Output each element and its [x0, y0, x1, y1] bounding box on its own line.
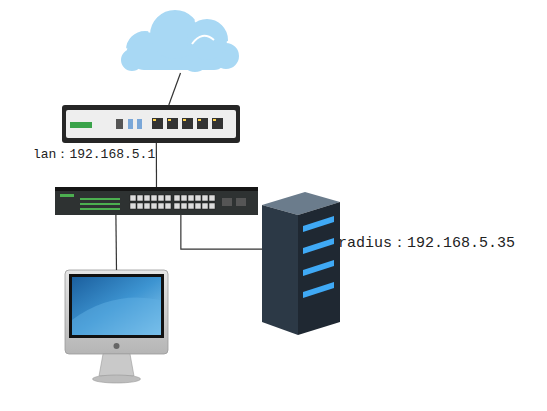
cloud-node — [118, 5, 243, 73]
network-cable — [115, 215, 117, 270]
router-node: lan：192.168.5.1 — [62, 105, 240, 143]
lan-address-label: lan：192.168.5.1 — [33, 147, 155, 163]
network-cable — [169, 73, 181, 105]
computer-node — [65, 270, 168, 383]
network-cable — [181, 215, 262, 249]
switch-node — [55, 187, 258, 215]
router-icon — [62, 105, 240, 143]
switch-icon — [55, 187, 258, 215]
radius-address-label: radius：192.168.5.35 — [338, 235, 515, 253]
network-cable — [156, 143, 157, 187]
computer-icon — [65, 270, 168, 383]
server-node: radius：192.168.5.35 — [262, 192, 340, 335]
server-icon — [262, 192, 340, 335]
cloud-icon — [120, 9, 240, 73]
